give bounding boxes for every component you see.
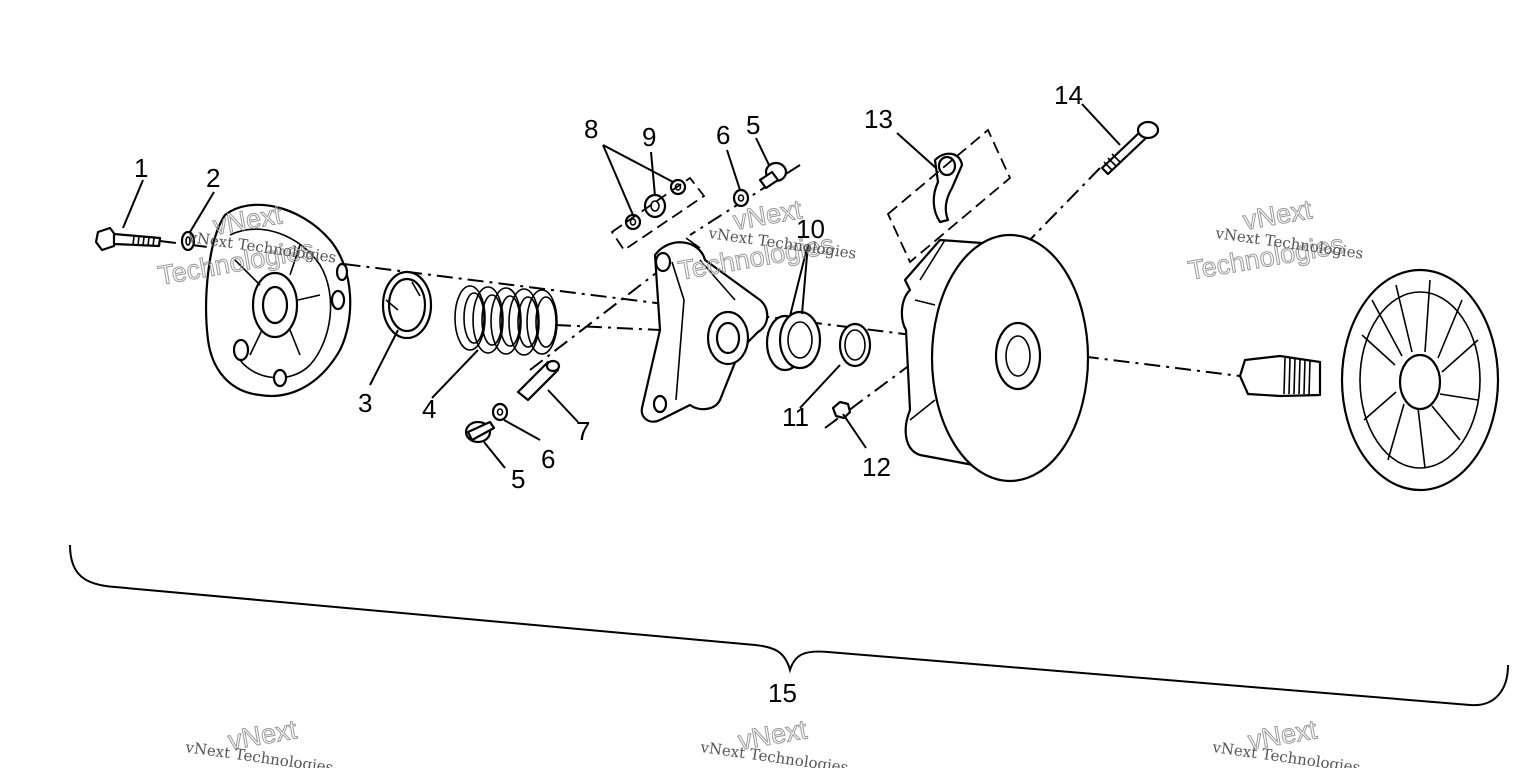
callout-7: 7 [576,416,590,446]
callout-15: 15 [768,678,797,708]
part-cover-plate [205,203,352,397]
callout-10: 10 [796,214,825,244]
callout-8: 8 [584,114,598,144]
part-small-nut [831,400,852,420]
part-spider [640,237,769,423]
callout-14: 14 [1054,80,1083,110]
part-washer-upper [732,188,750,208]
assembly-brace [69,544,1509,707]
part-washer-lower [491,402,509,422]
part-bolt [94,226,162,252]
watermark-bottom-right: vNext vNext Technologies [1210,714,1361,768]
watermark-bottom-center: vNext vNext Technologies [698,714,849,768]
callout-labels: 1 2 3 4 5 6 7 8 9 6 5 10 11 12 13 14 15 [134,80,1083,708]
part-long-bolt [1100,120,1160,176]
part-pin [516,359,561,402]
part-nut-9 [643,193,667,219]
leader-lines [122,103,1121,469]
watermark-bottom-left: vNext vNext Technologies [183,714,334,768]
callout-6-lower: 6 [541,444,555,474]
watermark-mid-center: vNext Technologies vNext Technologies [675,194,857,287]
part-cap-upper [758,161,788,190]
part-spring [454,285,558,356]
watermark-mid-right: vNext Technologies vNext Technologies [1185,194,1364,287]
callout-6-upper: 6 [716,120,730,150]
part-washer [180,230,196,252]
part-buttons [765,310,822,372]
part-sheave [900,233,1090,483]
callout-3: 3 [358,388,372,418]
part-cap-lower [464,420,496,444]
callout-9: 9 [642,122,656,152]
callout-4: 4 [422,394,436,424]
callout-2: 2 [206,163,220,193]
callout-5-lower: 5 [511,464,525,494]
callout-13: 13 [864,104,893,134]
outline-box-8-9 [610,176,706,252]
part-washer-8a [624,213,642,231]
callout-12: 12 [862,452,891,482]
callout-11: 11 [782,402,809,432]
part-bushing [838,322,872,368]
part-fixed-sheave [1238,268,1500,492]
part-ring [381,270,433,340]
callout-5-upper: 5 [746,110,760,140]
callout-1: 1 [134,153,148,183]
outline-box-13 [886,128,1012,264]
